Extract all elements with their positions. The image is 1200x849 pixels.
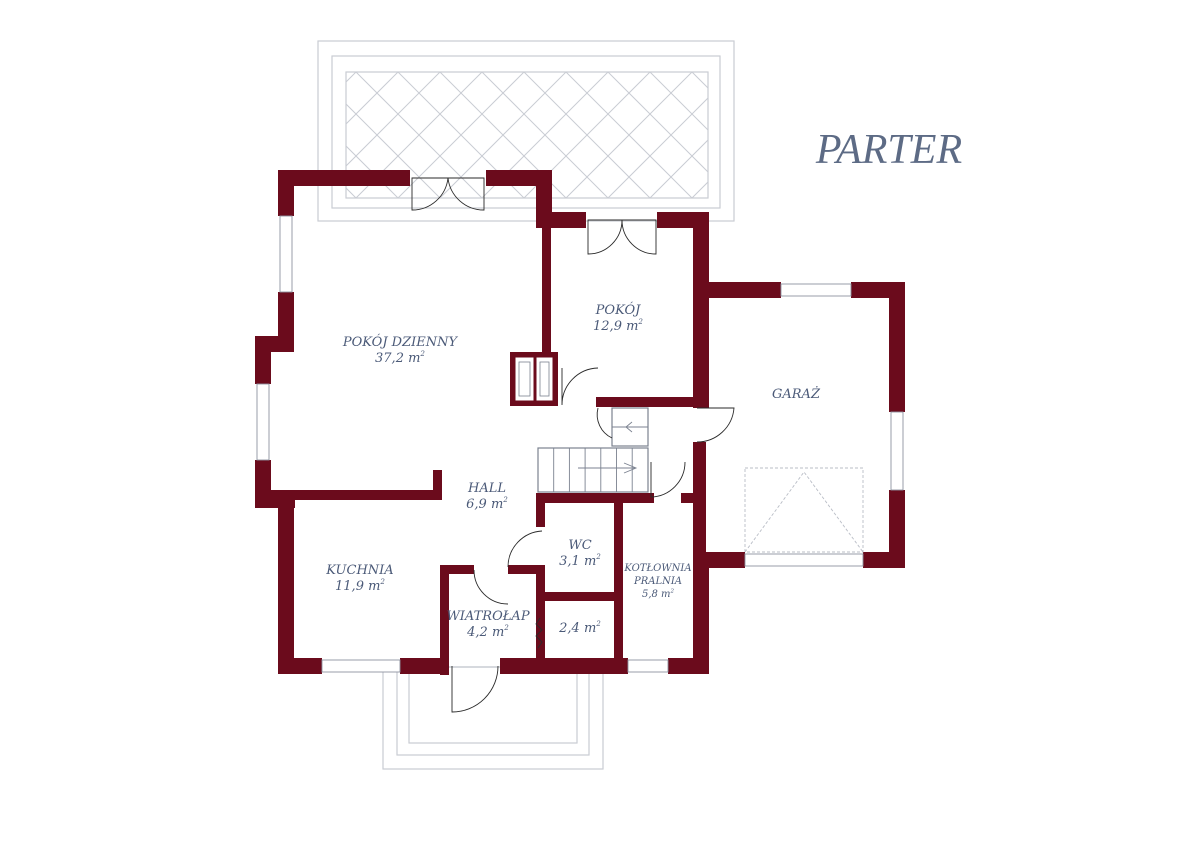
chimney bbox=[515, 357, 553, 401]
entrance-door bbox=[451, 665, 499, 713]
room-door bbox=[561, 367, 599, 406]
area-unit-superscript: 2 bbox=[637, 317, 643, 326]
room-area-wiatrolap: 4,2 m2 bbox=[466, 623, 509, 640]
room-name-pokoj: POKÓJ bbox=[595, 301, 641, 318]
garage-gate bbox=[744, 553, 864, 567]
room-name-wc: WC bbox=[568, 538, 591, 553]
window-living-left bbox=[279, 215, 293, 293]
room-area-value: 5,8 m bbox=[642, 589, 671, 600]
room-area-value: 3,1 m bbox=[559, 554, 596, 569]
room-name-kuchnia: KUCHNIA bbox=[325, 563, 393, 578]
terrace-paving bbox=[346, 72, 708, 198]
room-name2-kotlownia: PRALNIA bbox=[633, 576, 682, 587]
steps-platform bbox=[408, 666, 578, 744]
storage-curtain bbox=[535, 617, 543, 649]
window-kitchen bbox=[321, 659, 401, 673]
windows bbox=[256, 215, 904, 673]
room-area-wc: 3,1 m2 bbox=[559, 552, 601, 569]
area-unit-superscript: 2 bbox=[419, 349, 425, 358]
room-area-schowek: 2,4 m2 bbox=[558, 619, 601, 636]
area-unit-superscript: 2 bbox=[595, 619, 601, 628]
window-boiler-room bbox=[627, 659, 669, 673]
area-unit-superscript: 2 bbox=[379, 577, 385, 586]
room-area-value: 6,9 m bbox=[466, 497, 503, 512]
walls bbox=[255, 170, 905, 675]
room-area-value: 12,9 m bbox=[593, 319, 638, 334]
terrace-outline bbox=[317, 40, 735, 222]
room-area-kuchnia: 11,9 m2 bbox=[335, 577, 385, 594]
room-area-pokoj-dzienny: 37,2 m2 bbox=[375, 349, 425, 366]
area-unit-superscript: 2 bbox=[595, 552, 601, 561]
terrace-inner-outline bbox=[331, 55, 721, 209]
area-unit-superscript: 2 bbox=[503, 623, 509, 632]
room-area-hall: 6,9 m2 bbox=[466, 495, 508, 512]
room-terrace-door-left bbox=[587, 219, 623, 255]
room-name-garaz: GARAŻ bbox=[772, 385, 821, 402]
stairs bbox=[537, 407, 649, 493]
room-name-kotlownia: KOTŁOWNIA bbox=[623, 563, 691, 574]
window-garage-right bbox=[890, 411, 904, 491]
window-living-left-2 bbox=[256, 383, 270, 461]
area-unit-superscript: 2 bbox=[670, 589, 675, 595]
terrace-door-right bbox=[447, 177, 485, 211]
room-name-wiatrolap: WIATROŁAP bbox=[446, 609, 529, 624]
room-area-value: 11,9 m bbox=[335, 579, 380, 594]
garage-door bbox=[696, 407, 735, 443]
area-unit-superscript: 2 bbox=[502, 495, 508, 504]
plan-title: PARTER bbox=[815, 127, 962, 173]
terrace-paving-border bbox=[345, 71, 709, 199]
boiler-room-door bbox=[650, 461, 686, 498]
room-area-value: 37,2 m bbox=[375, 351, 420, 366]
steps-outline bbox=[382, 666, 604, 770]
vestibule-door bbox=[473, 569, 509, 605]
room-area-pokoj: 12,9 m2 bbox=[593, 317, 643, 334]
room-area-kotlownia: 5,8 m2 bbox=[642, 589, 675, 601]
room-name-pokoj-dzienny: POKÓJ DZIENNY bbox=[342, 333, 459, 350]
room-terrace-door-right bbox=[621, 219, 657, 255]
garage-car-space bbox=[744, 467, 864, 553]
entrance-steps bbox=[382, 666, 604, 770]
terrace-door-left bbox=[411, 177, 449, 211]
steps-inner bbox=[396, 666, 590, 756]
room-area-value: 4,2 m bbox=[466, 625, 504, 640]
room-name-hall: HALL bbox=[467, 481, 506, 496]
doors bbox=[411, 177, 735, 713]
window-garage-top bbox=[780, 283, 852, 297]
terrace bbox=[317, 40, 735, 222]
room-area-value: 2,4 m bbox=[558, 621, 596, 636]
wc-door bbox=[507, 530, 543, 568]
